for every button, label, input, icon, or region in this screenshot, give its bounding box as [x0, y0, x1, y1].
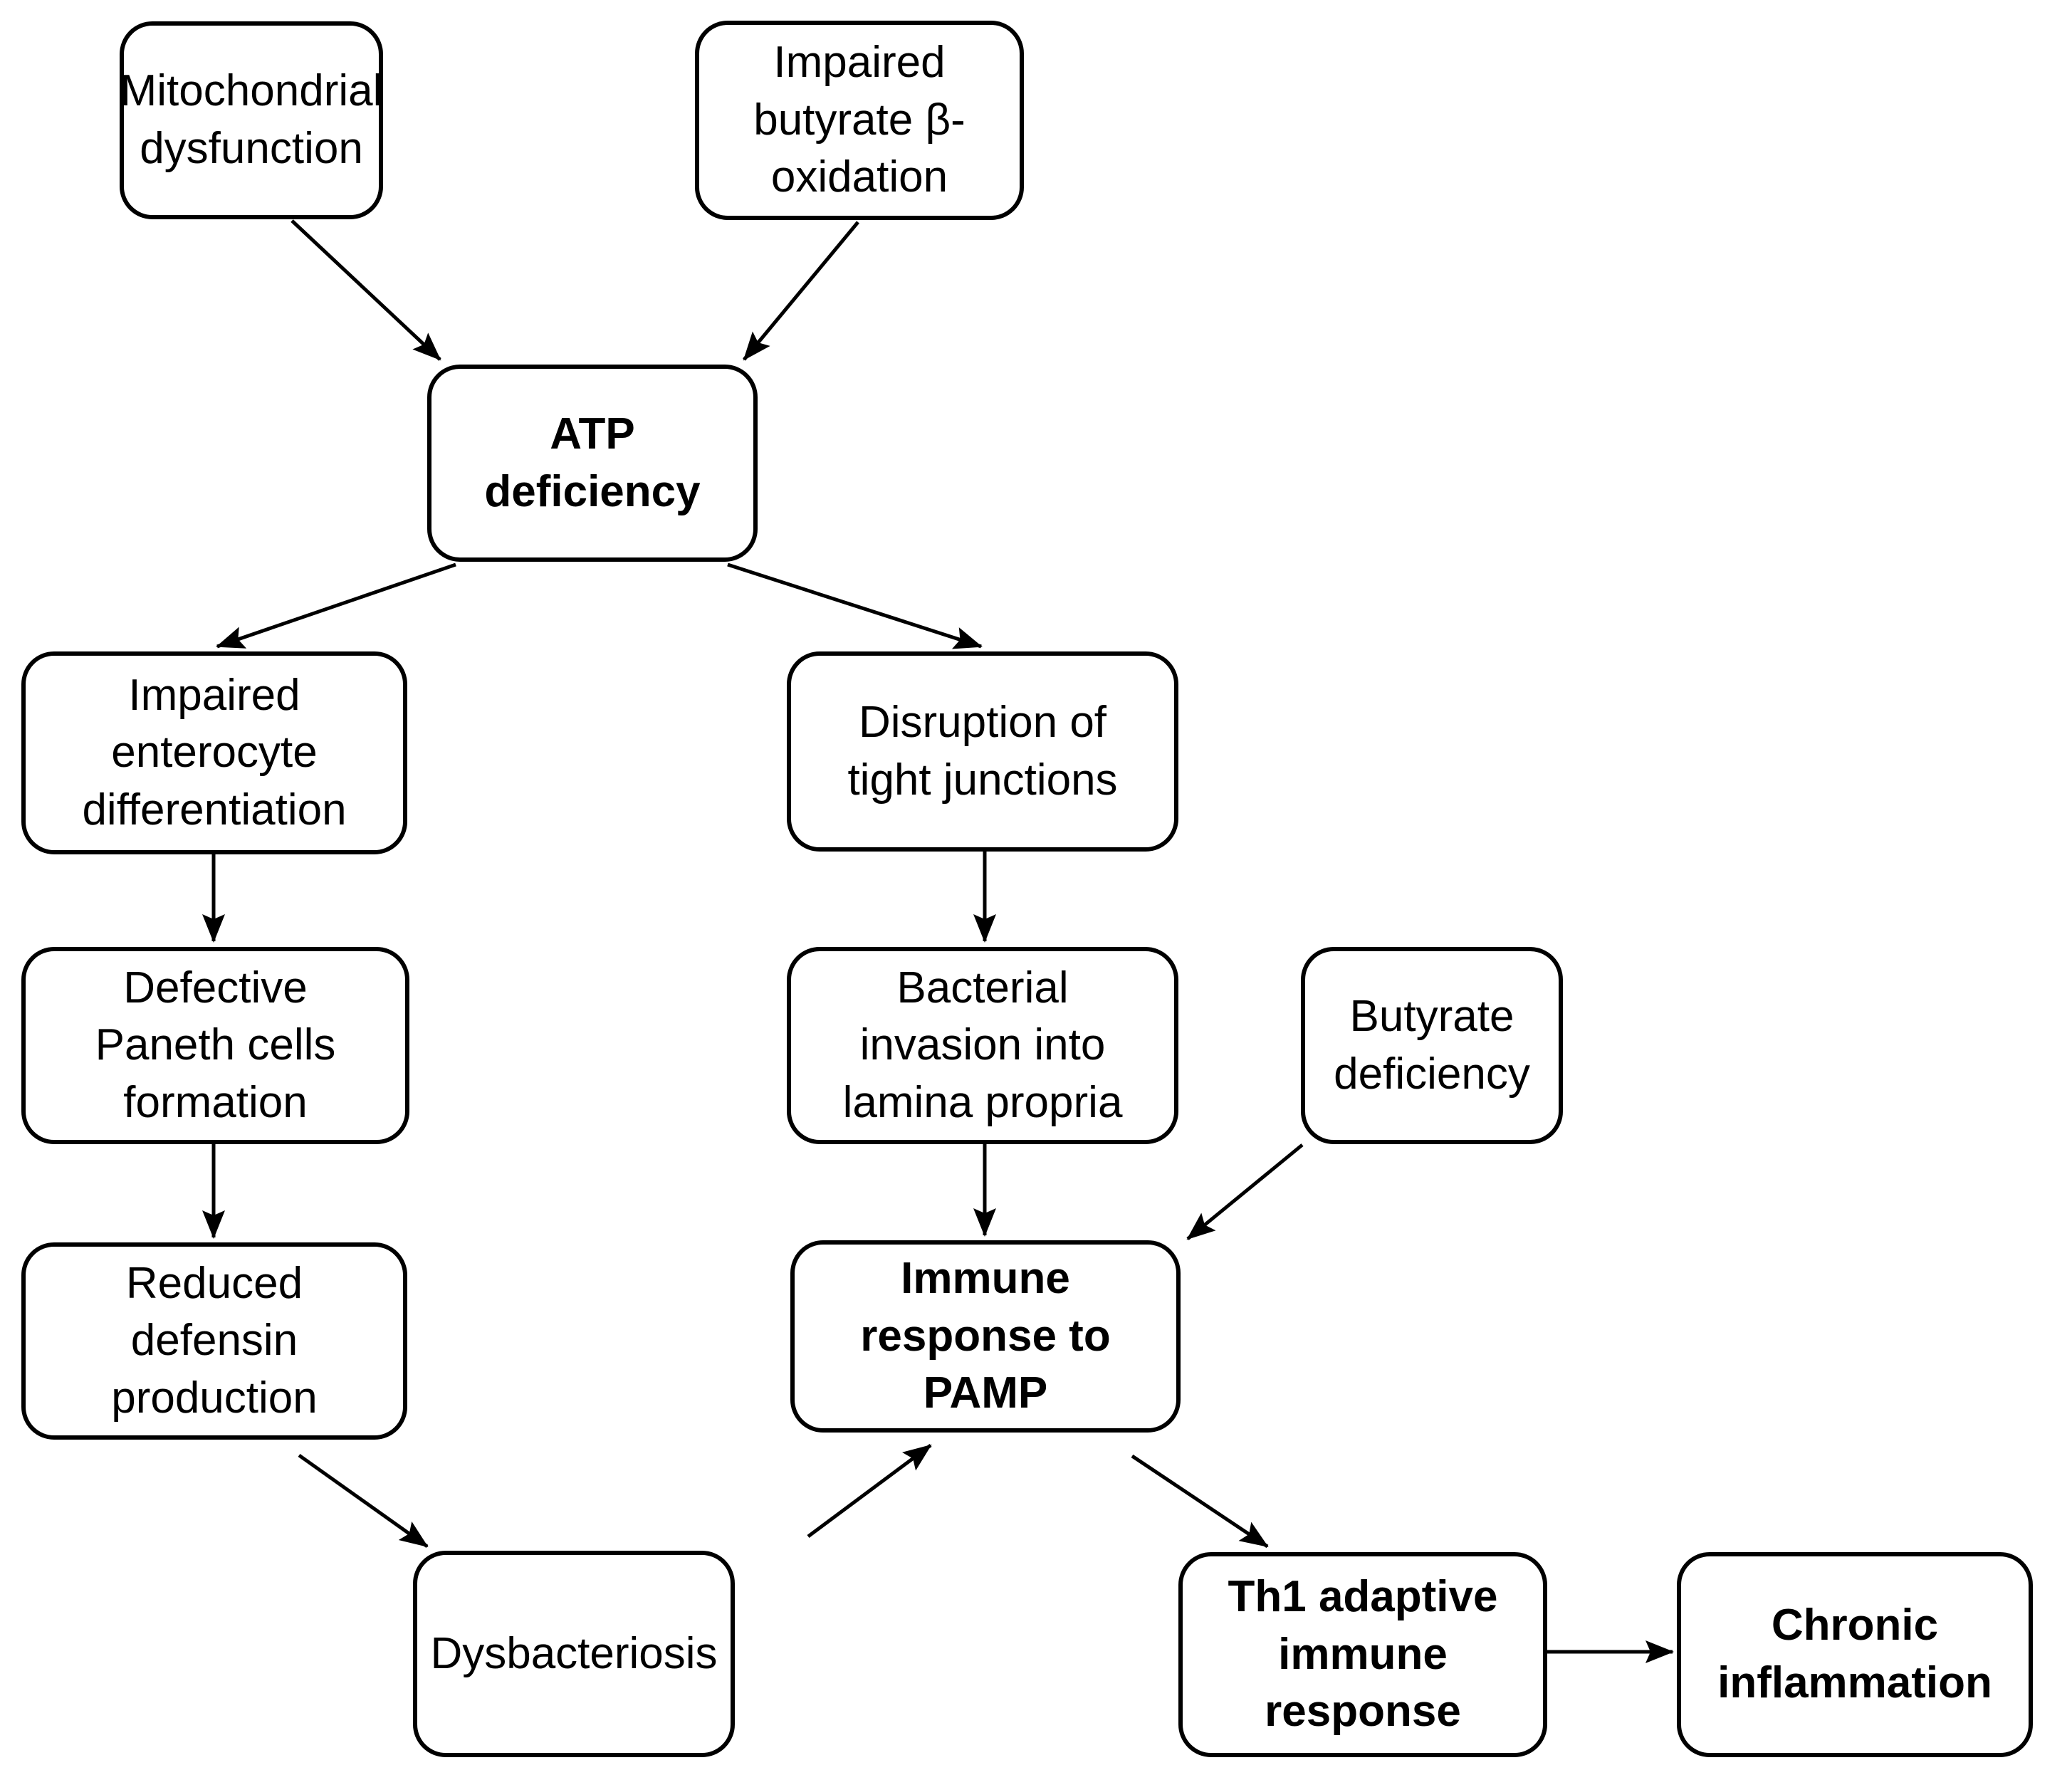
edge-atp-to-enterocyte	[216, 562, 456, 649]
node-th1-adaptive-immune-response[interactable]: Th1 adaptive immune response	[1178, 1552, 1547, 1757]
edge-atp-to-tight-junctions	[727, 562, 983, 649]
node-label-immune-response-pamp: Immune response to PAMP	[860, 1254, 1111, 1418]
node-mitochondrial-dysfunction[interactable]: Mitochondrial dysfunction	[120, 21, 383, 219]
node-label-disruption-tight-junctions: Disruption of tight junctions	[847, 697, 1118, 805]
node-label-reduced-defensin-production: Reduced defensin production	[111, 1258, 318, 1423]
node-label-chronic-inflammation: Chronic inflammation	[1717, 1601, 1992, 1707]
node-impaired-butyrate-oxidation[interactable]: Impaired butyrate β- oxidation	[695, 21, 1024, 220]
node-label-dysbacteriosis: Dysbacteriosis	[430, 1628, 718, 1678]
node-label-impaired-butyrate-oxidation: Impaired butyrate β- oxidation	[753, 38, 966, 202]
node-reduced-defensin-production[interactable]: Reduced defensin production	[21, 1242, 407, 1440]
edge-defensin-to-dysbio	[298, 1453, 429, 1549]
node-bacterial-invasion[interactable]: Bacterial invasion into lamina propria	[787, 947, 1178, 1144]
node-defective-paneth-cells[interactable]: Defective Paneth cells formation	[21, 947, 409, 1144]
edge-butyrate-def-to-immune	[1186, 1143, 1304, 1240]
node-disruption-tight-junctions[interactable]: Disruption of tight junctions	[787, 651, 1178, 852]
edge-immune-to-th1	[1131, 1454, 1269, 1549]
node-immune-response-pamp[interactable]: Immune response to PAMP	[790, 1240, 1181, 1433]
node-label-defective-paneth-cells: Defective Paneth cells formation	[95, 963, 336, 1127]
node-label-mitochondrial-dysfunction: Mitochondrial dysfunction	[120, 66, 383, 173]
node-label-atp-deficiency: ATP deficiency	[484, 409, 701, 516]
node-impaired-enterocyte-differentiation[interactable]: Impaired enterocyte differentiation	[21, 651, 407, 854]
edge-mito-to-atp	[291, 219, 441, 361]
node-atp-deficiency[interactable]: ATP deficiency	[427, 365, 758, 562]
node-butyrate-deficiency[interactable]: Butyrate deficiency	[1301, 947, 1563, 1144]
node-chronic-inflammation[interactable]: Chronic inflammation	[1677, 1552, 2033, 1757]
node-dysbacteriosis[interactable]: Dysbacteriosis	[413, 1551, 735, 1757]
edge-butyrate-ox-to-atp	[743, 221, 859, 361]
node-label-impaired-enterocyte-differentiation: Impaired enterocyte differentiation	[82, 670, 347, 834]
node-label-bacterial-invasion: Bacterial invasion into lamina propria	[842, 963, 1123, 1127]
node-label-butyrate-deficiency: Butyrate deficiency	[1334, 991, 1530, 1099]
node-label-th1-adaptive-immune-response: Th1 adaptive immune response	[1228, 1572, 1498, 1737]
edge-dysbio-to-immune	[807, 1443, 932, 1539]
